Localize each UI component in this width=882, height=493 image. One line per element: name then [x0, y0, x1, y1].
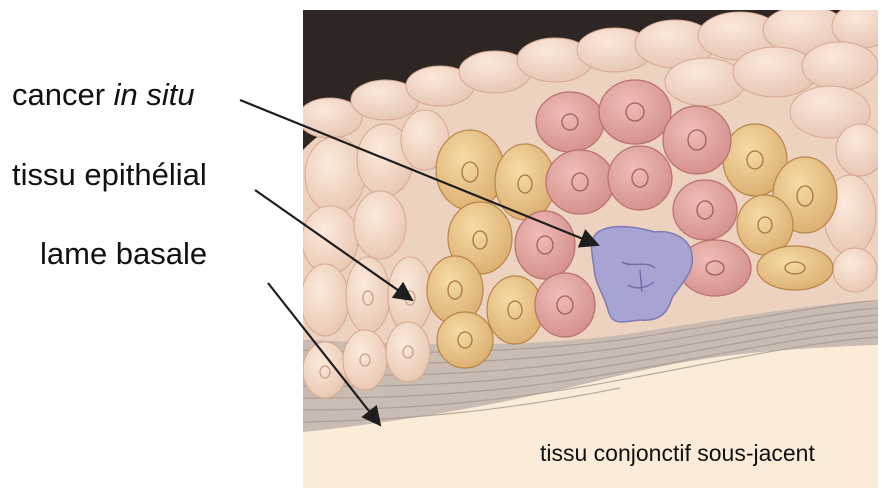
- label-basal-lamina: lame basale: [40, 237, 207, 271]
- label-cancer-text: cancer: [12, 77, 114, 112]
- label-epithelial-tissue: tissu epithélial: [12, 158, 207, 192]
- label-cancer-in-situ: cancer in situ: [12, 78, 195, 112]
- label-connective-tissue: tissu conjonctif sous-jacent: [540, 440, 815, 466]
- label-in-situ-text: in situ: [114, 77, 195, 112]
